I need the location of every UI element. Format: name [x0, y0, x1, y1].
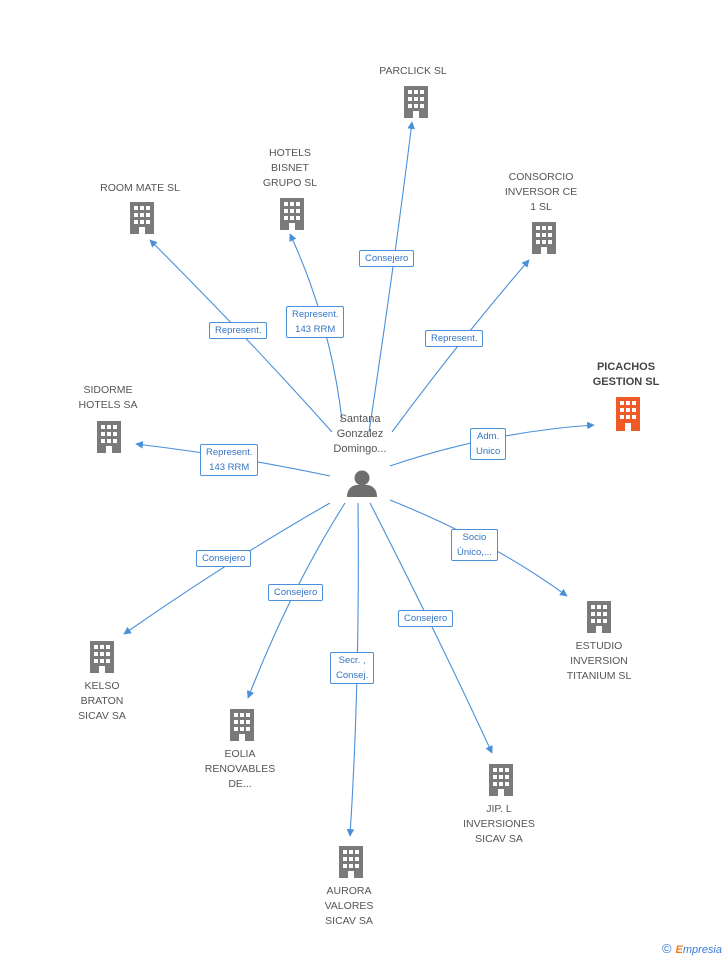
building-icon[interactable] [585, 601, 613, 633]
company-label-picachos[interactable]: PICACHOS GESTION SL [592, 361, 660, 388]
relation-label-picachos[interactable]: Adm. Unico [470, 428, 507, 460]
relation-label-eolia[interactable]: Consejero [268, 584, 324, 601]
company-label-sidorme[interactable]: SIDORME HOTELS SA [78, 384, 138, 411]
building-icon[interactable] [402, 86, 430, 118]
empresia-watermark[interactable]: ©Empresia [662, 941, 722, 956]
building-icon[interactable] [128, 202, 156, 234]
company-label-hotels-bisnet[interactable]: HOTELS BISNET GRUPO SL [262, 147, 318, 189]
company-label-estudio[interactable]: ESTUDIO INVERSION TITANIUM SL [566, 640, 632, 682]
company-label-parclick[interactable]: PARCLICK SL [379, 65, 447, 77]
building-icon[interactable] [487, 764, 515, 796]
relation-label-aurora[interactable]: Secr. , Consej. [330, 652, 375, 684]
person-name[interactable]: Santana Gonzalez Domingo... [333, 413, 387, 455]
relation-label-sidorme[interactable]: Represent. 143 RRM [200, 444, 259, 476]
company-label-consorcio[interactable]: CONSORCIO INVERSOR CE 1 SL [504, 171, 578, 213]
relation-label-room-mate[interactable]: Represent. [209, 322, 268, 339]
brand-name: mpresia [682, 944, 722, 956]
building-icon[interactable] [88, 641, 116, 673]
building-icon[interactable] [614, 397, 642, 431]
company-label-eolia[interactable]: EOLIA RENOVABLES DE... [204, 748, 276, 790]
relation-label-jip[interactable]: Consejero [398, 610, 454, 627]
company-label-aurora[interactable]: AURORA VALORES SICAV SA [324, 885, 374, 927]
edge-kelso [123, 502, 331, 635]
building-icon[interactable] [95, 421, 123, 453]
building-icon[interactable] [337, 846, 365, 878]
relation-label-kelso[interactable]: Consejero [196, 550, 252, 567]
building-icon[interactable] [228, 709, 256, 741]
copyright-symbol: © [661, 941, 672, 956]
relation-label-estudio[interactable]: Socio Único,... [451, 529, 498, 561]
person-icon[interactable] [347, 470, 377, 498]
building-icon[interactable] [278, 198, 306, 230]
brand-first-letter: E [675, 944, 683, 956]
relation-label-hotels-bisnet[interactable]: Represent. 143 RRM [286, 306, 345, 338]
company-label-kelso[interactable]: KELSO BRATON SICAV SA [78, 680, 126, 722]
company-label-jip[interactable]: JIP. L INVERSIONES SICAV SA [463, 803, 535, 845]
edge-parclick [368, 121, 415, 433]
edge-jip [369, 502, 493, 754]
company-label-room-mate[interactable]: ROOM MATE SL [100, 182, 180, 194]
relation-label-consorcio[interactable]: Represent. [425, 330, 484, 347]
relation-label-parclick[interactable]: Consejero [359, 250, 415, 267]
building-icon[interactable] [530, 222, 558, 254]
